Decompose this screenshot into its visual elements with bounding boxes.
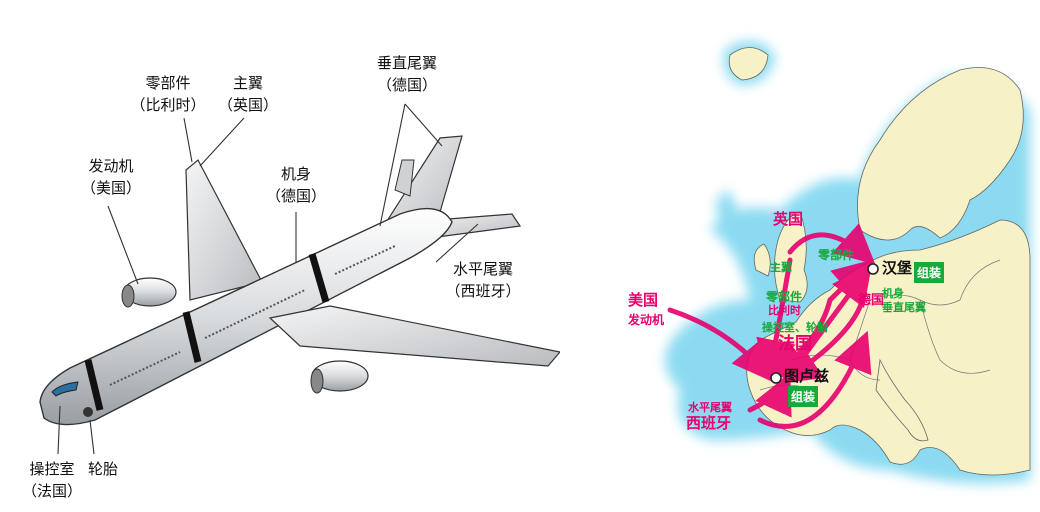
label-spain: 西班牙 (686, 414, 732, 432)
airplane-illustration (39, 103, 560, 455)
label-spain-part: 水平尾翼 (688, 401, 732, 414)
engine-near (310, 360, 369, 394)
europe-map: 英国 主翼 美国 发动机 零部件 零部件 比利时 操控室、轮胎 法国 德国 机身… (560, 0, 1040, 512)
label-vertical-tail: 垂直尾翼 （德国） (376, 54, 437, 94)
label-tire: 轮胎 (87, 460, 118, 478)
label-france-part: 操控室、轮胎 (762, 321, 828, 334)
uk-shape (774, 211, 808, 303)
main-wing-far (185, 159, 263, 301)
cockpit (51, 381, 79, 397)
label-main-wing: 主翼 （英国） (217, 74, 278, 114)
label-belgium-parts2: 零部件 (766, 290, 803, 304)
label-parts: 零部件 （比利时） (130, 74, 206, 114)
label-france: 法国 (778, 334, 812, 354)
label-belgium-country: 比利时 (768, 304, 801, 317)
iceland-shape (728, 47, 769, 81)
fuselage (39, 207, 453, 426)
hamburg-assembly-badge: 组装 (914, 262, 945, 283)
label-fuselage: 机身 （德国） (265, 165, 326, 205)
label-germany-part1: 机身 (882, 287, 904, 300)
label-cockpit: 操控室 （法国） (21, 460, 82, 500)
main-wing-near (268, 305, 560, 367)
label-toulouse: 图卢兹 (784, 367, 830, 385)
airplane-diagram: 零部件 （比利时） 主翼 （英国） 垂直尾翼 （德国） 发动机 （美国） 机身 … (21, 54, 560, 500)
label-engine: 发动机 （美国） (80, 157, 141, 197)
italy-shape (875, 358, 929, 442)
label-germany-part2: 垂直尾翼 (882, 301, 926, 314)
label-hamburg: 汉堡 (882, 259, 913, 277)
label-usa-part: 发动机 (628, 313, 665, 327)
label-germany: 德国 (858, 293, 885, 308)
engine-far (121, 277, 177, 308)
toulouse-marker (770, 372, 782, 384)
label-uk: 英国 (773, 210, 804, 228)
label-belgium-parts: 零部件 (818, 248, 855, 262)
tire (83, 407, 93, 417)
leader-lines (57, 103, 479, 455)
map-illustration (665, 41, 1031, 484)
label-usa: 美国 (628, 291, 659, 309)
supply-arrows (667, 223, 876, 429)
label-horizontal-tail: 水平尾翼 （西班牙） (445, 260, 521, 300)
scandinavia-shape (857, 67, 1024, 241)
hamburg-marker (867, 263, 879, 275)
label-uk-part: 主翼 (770, 261, 792, 274)
toulouse-assembly-badge: 组装 (788, 386, 819, 407)
